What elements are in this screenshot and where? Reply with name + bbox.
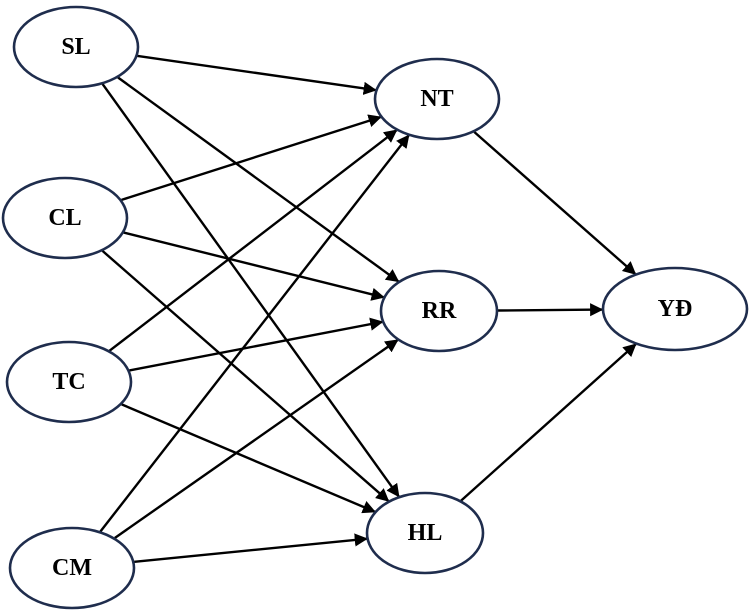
node-ellipse-tc <box>5 340 133 424</box>
node-yd: YĐ <box>601 266 749 352</box>
node-rr: RR <box>379 269 499 353</box>
arrow-cm-to-rr <box>114 339 399 539</box>
edges-layer <box>99 54 637 563</box>
arrow-hl-to-yd <box>460 343 637 502</box>
node-label-rr: RR <box>422 298 457 324</box>
node-cl: CL <box>1 176 129 260</box>
node-ellipse-cl <box>1 176 129 260</box>
arrow-tc-to-rr <box>129 317 384 372</box>
arrow-tc-to-nt <box>108 129 398 352</box>
node-ellipse-cm <box>8 526 136 610</box>
node-hl: HL <box>365 491 485 575</box>
arrow-sl-to-rr <box>117 76 400 283</box>
arrow-cl-to-rr <box>123 231 385 301</box>
arrow-cm-to-hl <box>134 533 368 563</box>
node-label-hl: HL <box>408 520 443 546</box>
node-ellipse-nt <box>373 57 501 141</box>
node-ellipse-sl <box>12 5 140 89</box>
arrow-nt-to-yd <box>473 131 637 275</box>
node-label-yd: YĐ <box>658 296 693 322</box>
node-label-cl: CL <box>48 205 81 231</box>
node-tc: TC <box>5 340 133 424</box>
arrow-sl-to-nt <box>137 54 377 95</box>
node-ellipse-hl <box>365 491 485 575</box>
node-ellipse-yd <box>601 266 749 352</box>
node-label-sl: SL <box>61 34 90 60</box>
arrow-tc-to-hl <box>121 403 376 514</box>
node-label-cm: CM <box>52 555 92 581</box>
arrow-cm-to-nt <box>99 134 410 533</box>
arrow-cl-to-nt <box>121 114 382 202</box>
arrow-cl-to-hl <box>101 249 390 502</box>
nodes-layer: SL CL TC CM NT RR HL YĐ <box>1 5 749 610</box>
node-nt: NT <box>373 57 501 141</box>
arrow-rr-to-yd <box>497 303 604 317</box>
node-ellipse-rr <box>379 269 499 353</box>
arrow-sl-to-hl <box>101 83 400 498</box>
node-cm: CM <box>8 526 136 610</box>
node-sl: SL <box>12 5 140 89</box>
node-label-nt: NT <box>420 86 453 112</box>
node-label-tc: TC <box>52 369 85 395</box>
